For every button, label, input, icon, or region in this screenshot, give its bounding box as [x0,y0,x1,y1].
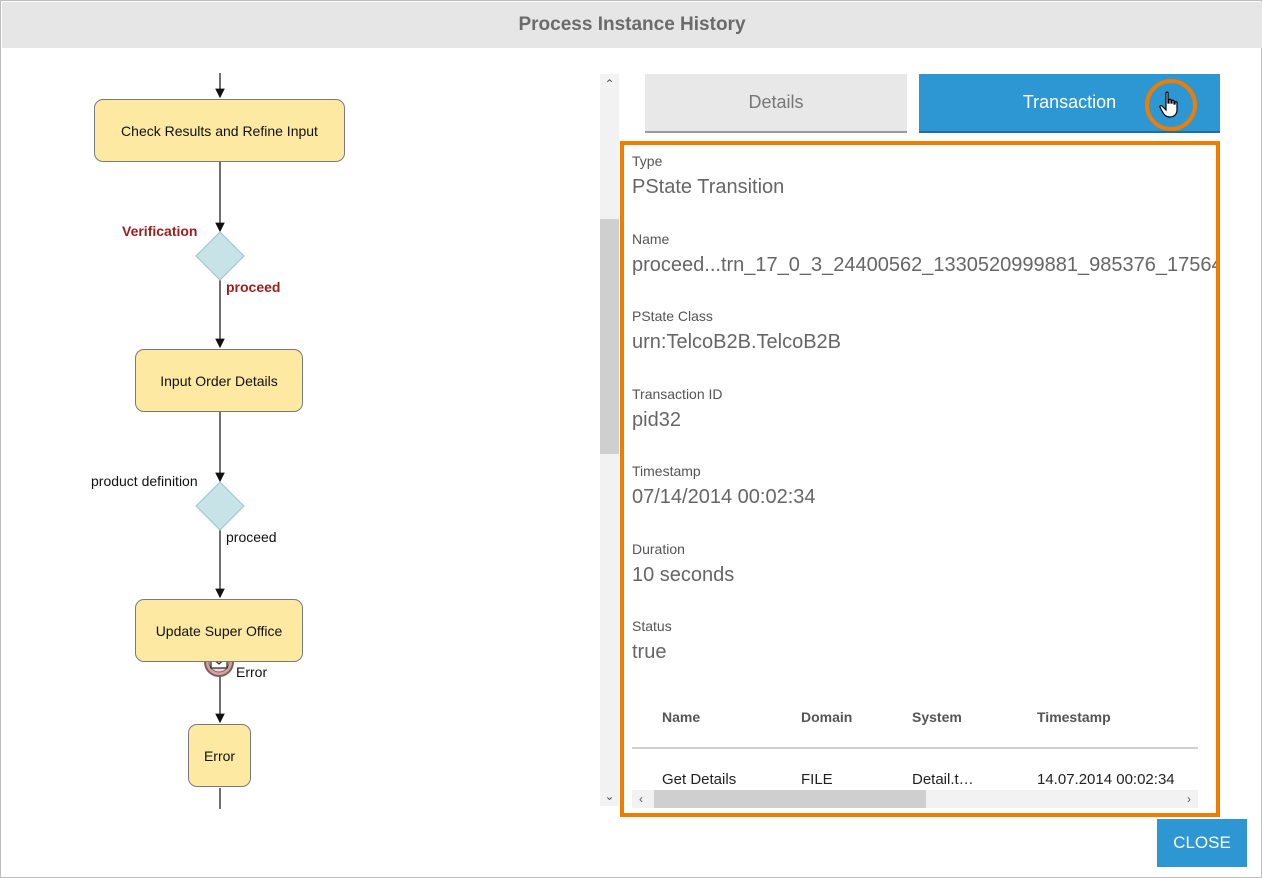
field-label: Type [632,153,663,169]
field-value: urn:TelcoB2B.TelcoB2B [632,331,842,353]
field-duration: Duration 10 seconds [632,541,734,587]
task-update-super-office[interactable]: Update Super Office [135,599,303,662]
scroll-up-icon[interactable]: ⌃ [604,77,615,91]
table-cell: Get Details [662,771,737,788]
field-value: pid32 [632,409,681,431]
transaction-panel: Type PState Transition Name proceed...tr… [620,141,1220,817]
table-cell: Detail.t… [912,771,974,788]
scroll-right-icon[interactable]: › [1187,792,1191,806]
field-transaction-id: Transaction ID pid32 [632,386,723,432]
gateway-outcome-label: proceed [226,279,281,295]
column-header-system[interactable]: System [912,709,962,725]
table-cell: 14.07.2014 00:02:34 [1037,771,1175,788]
close-button[interactable]: CLOSE [1157,819,1247,867]
field-label: PState Class [632,308,713,324]
gateway-label-verification: Verification [122,223,198,239]
column-header-timestamp[interactable]: Timestamp [1037,709,1111,725]
task-error[interactable]: Error [188,724,251,787]
hand-cursor-icon [1159,91,1178,118]
task-check-results[interactable]: Check Results and Refine Input [94,99,345,162]
field-label: Timestamp [632,463,701,479]
scrollbar-thumb[interactable] [654,790,926,808]
field-value: PState Transition [632,176,785,198]
field-name: Name proceed...trn_17_0_3_24400562_13305… [632,231,1220,277]
vertical-scrollbar[interactable]: ⌃ ⌄ [600,74,619,806]
field-value: true [632,641,667,663]
tab-details[interactable]: Details [645,74,907,133]
scroll-left-icon[interactable]: ‹ [639,792,643,806]
gateway-outcome-label: proceed [226,529,277,545]
task-input-order-details[interactable]: Input Order Details [135,349,303,412]
field-status: Status true [632,618,672,664]
boundary-event-label: Error [236,664,268,680]
field-value: proceed...trn_17_0_3_24400562_1330520999… [632,254,1220,276]
title-bar: Process Instance History [2,2,1262,48]
process-diagram[interactable]: Check Results and Refine Input Input Ord… [1,49,591,809]
diagram-connectors [195,73,245,809]
gateway-label-product-definition: product definition [91,473,198,489]
field-label: Status [632,618,672,634]
field-value: 10 seconds [632,564,735,586]
scrollbar-thumb[interactable] [600,219,619,454]
table-header: Name Domain System Timestamp [632,699,1198,749]
field-label: Transaction ID [632,386,723,402]
diamond-gateway-icon[interactable] [195,231,245,281]
field-timestamp: Timestamp 07/14/2014 00:02:34 [632,463,816,509]
column-header-domain[interactable]: Domain [801,709,853,725]
dialog-title: Process Instance History [518,14,746,35]
column-header-name[interactable]: Name [662,709,701,725]
horizontal-scrollbar[interactable]: ‹ › [632,790,1198,808]
scroll-down-icon[interactable]: ⌄ [604,789,615,803]
field-label: Name [632,231,670,247]
field-label: Duration [632,541,685,557]
field-type: Type PState Transition [632,153,784,199]
cursor-highlight [1145,79,1197,131]
diamond-gateway-icon[interactable] [195,481,245,531]
table-cell: FILE [801,771,833,788]
field-pstate-class: PState Class urn:TelcoB2B.TelcoB2B [632,308,841,354]
field-value: 07/14/2014 00:02:34 [632,486,816,508]
